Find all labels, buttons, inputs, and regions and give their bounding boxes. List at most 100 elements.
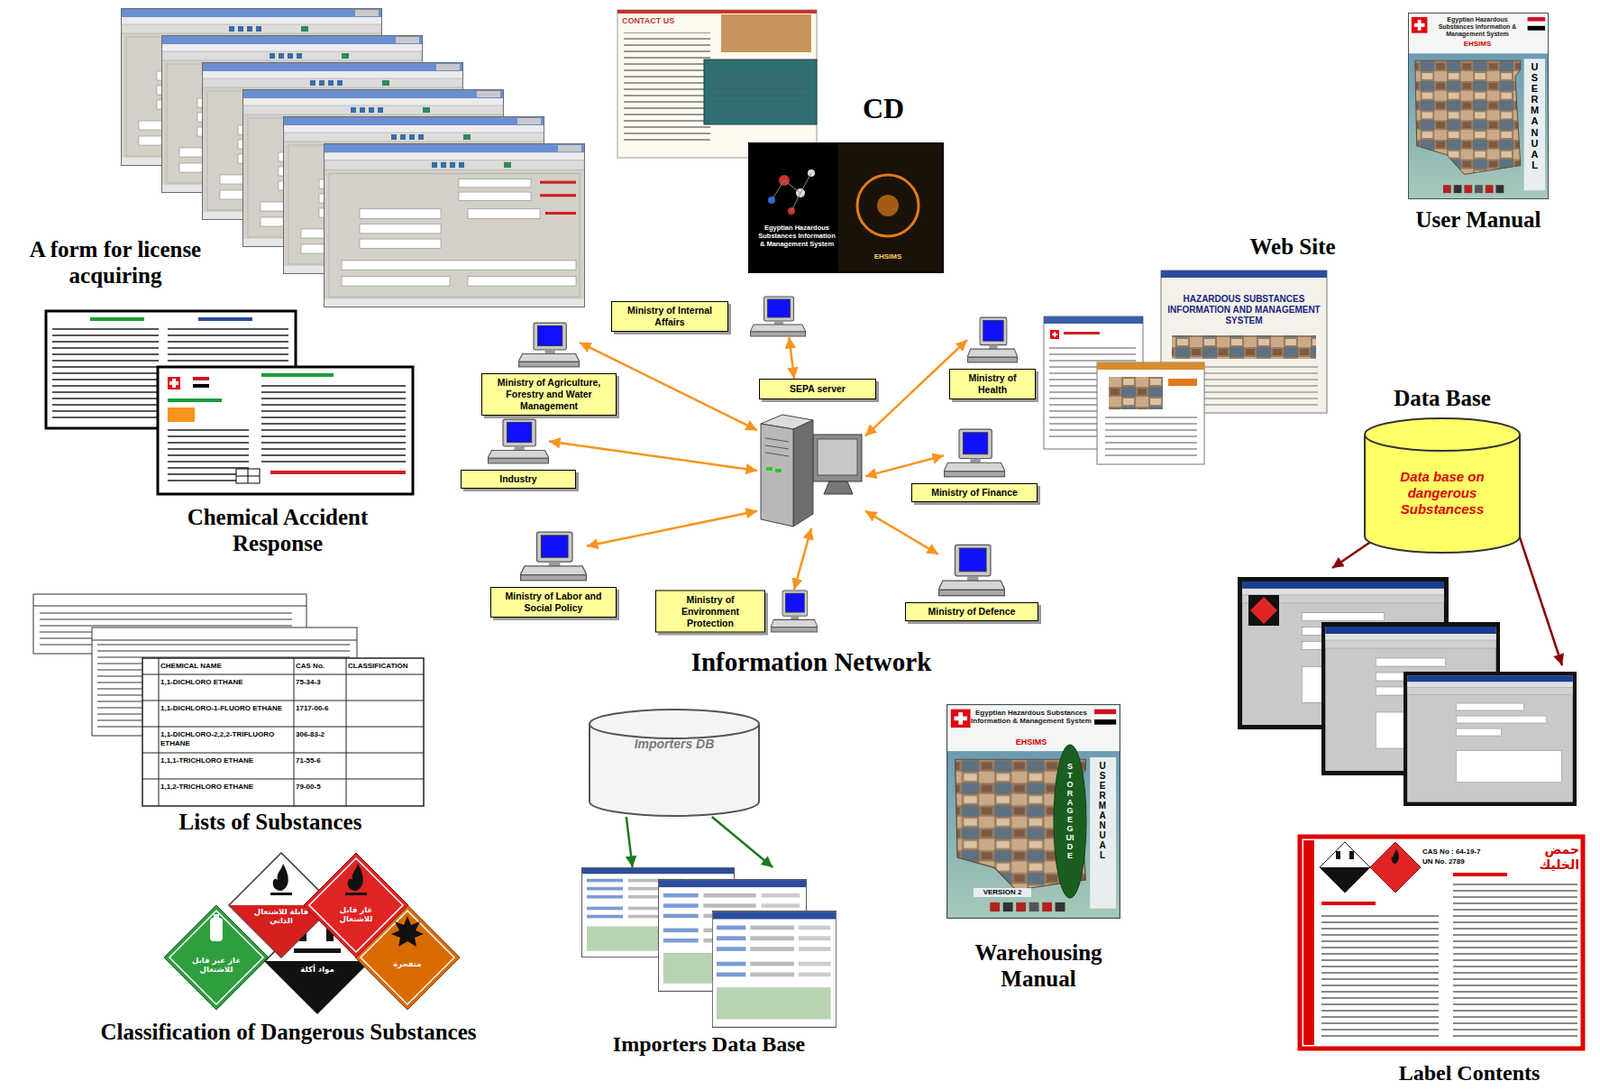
cylinder-rim <box>589 723 759 739</box>
label-sample <box>1335 850 1341 860</box>
accident-response-cards <box>261 382 406 464</box>
connector-arrow <box>865 511 939 555</box>
accident-response-cards <box>167 407 195 422</box>
cover-vertical-title: USER MANUAL <box>1097 760 1107 860</box>
label-sample <box>1349 850 1354 860</box>
accident-response-cards <box>192 380 210 384</box>
accident-response-cards <box>167 376 181 390</box>
connector-arrow <box>548 441 758 472</box>
computer-node-shape <box>943 428 1006 478</box>
ministry-label: Industry <box>460 469 576 489</box>
computer-icon <box>487 419 549 464</box>
hazard-diamonds <box>270 892 293 896</box>
computer-node: Ministry of Health <box>967 316 1018 364</box>
connector-arrow <box>626 816 633 868</box>
hazard-label: غاز قابل للاشتعال <box>327 905 385 924</box>
accident-response-cards <box>270 470 406 475</box>
label-sample <box>1319 841 1371 893</box>
computer-node-shape <box>518 321 580 368</box>
substance-tables <box>142 700 424 702</box>
cover-logo: EHSIMS <box>1429 39 1526 49</box>
hazard-diamonds <box>391 915 424 947</box>
cd-cover <box>791 192 801 211</box>
web-site-screens <box>1063 331 1100 335</box>
cd-cover <box>877 194 899 217</box>
ministry-label: Ministry of Agriculture, Forestry and Wa… <box>481 373 617 416</box>
table-cell: 1,1-DICHLORO-1-FLUORO ETHANE <box>160 704 293 714</box>
network-caption: Information Network <box>691 646 933 677</box>
label-code: CAS No : 64-19-7 <box>1422 847 1500 857</box>
hazard-diamonds <box>303 852 409 958</box>
caption: Label Contents <box>1388 1060 1551 1086</box>
web-site-screens <box>1051 333 1058 336</box>
caption: Web Site <box>1229 233 1356 260</box>
web-site-screens <box>1171 335 1317 359</box>
user-manual-cover <box>1408 12 1548 199</box>
label-sample <box>1319 867 1371 893</box>
cover-logo: EHSIMS <box>968 737 1095 748</box>
cover-vertical-title: STORAGE GUIDE <box>1066 762 1075 861</box>
connector-arrow <box>712 816 773 868</box>
substance-tables <box>142 674 424 676</box>
label-sample <box>1299 836 1583 1049</box>
hazard-diamonds <box>265 960 370 1014</box>
label-sample <box>1321 910 1439 1042</box>
hazard-label: متفجرة <box>378 959 437 969</box>
warehousing-manual-cover <box>1053 744 1087 898</box>
cover-title: Egyptian Hazardous Substances Informatio… <box>1429 16 1526 38</box>
hazard-diamonds <box>347 863 364 891</box>
importers-cylinder: Importers DB <box>588 709 760 817</box>
caption: Classification of Dangerous Substances <box>18 1018 559 1045</box>
web-site-screens <box>1105 416 1198 458</box>
substance-tables <box>293 658 295 806</box>
computer-node: Industry <box>487 418 549 465</box>
table-header: CLASSIFICATION <box>347 661 422 671</box>
web-site-screens <box>1097 362 1205 370</box>
cylinder-body <box>589 709 759 816</box>
computer-icon <box>938 544 1006 595</box>
web-site-screens <box>1108 376 1163 410</box>
web-site-screens <box>1050 329 1060 339</box>
computer-node-shape <box>749 295 806 338</box>
cd-web-page <box>704 59 817 125</box>
table-header: CHEMICAL NAME <box>160 661 293 671</box>
database-screens <box>1517 531 1563 666</box>
caption: Chemical Accident Response <box>142 503 413 557</box>
database-cylinder: Data BaseData base on dangerous Substanc… <box>1363 418 1521 554</box>
computer-node: Ministry of Labor and Social Policy <box>520 530 587 582</box>
database-screens <box>1403 671 1577 806</box>
computer-icon <box>770 590 818 632</box>
web-site-screens <box>1043 316 1143 324</box>
computer-node-shape <box>770 589 818 633</box>
importers-db-text: Importers DB <box>633 736 715 751</box>
label-sample <box>1370 841 1421 893</box>
accident-response-cards <box>192 376 210 381</box>
computer-node: Ministry of Defence <box>938 543 1006 597</box>
computer-node-shape <box>938 543 1006 597</box>
ministry-label: Ministry of Finance <box>911 483 1038 503</box>
cd-web-page <box>712 70 807 116</box>
importers-screens-shape <box>581 867 837 1028</box>
ministry-label: Ministry of Defence <box>905 602 1039 622</box>
central-server: Information Network <box>757 412 866 529</box>
hazard-diamonds <box>293 948 341 953</box>
hazard-diamonds <box>210 917 223 942</box>
server-label: SEPA server <box>765 383 870 395</box>
ministry-label: Ministry of Health <box>949 368 1036 400</box>
label-sample <box>1453 881 1578 1042</box>
cd-web-page <box>721 14 812 53</box>
label-sample <box>1321 901 1376 906</box>
accident-response-cards <box>192 384 210 388</box>
cover-title: Egyptian Hazardous Substances Informatio… <box>968 708 1095 725</box>
hazard-diamonds <box>164 852 460 1014</box>
web-site-screens <box>1097 362 1205 465</box>
hazard-diamonds <box>273 863 289 891</box>
cd-cover <box>748 142 944 274</box>
computer-node: Ministry of Finance <box>943 428 1006 478</box>
site-banner: HAZARDOUS SUBSTANCES INFORMATION AND MAN… <box>1167 293 1321 327</box>
central-server-shape <box>757 412 866 529</box>
substance-tables <box>142 778 424 780</box>
table-cell: 306-83-2 <box>295 730 345 740</box>
caption: Importers Data Base <box>612 1031 805 1057</box>
